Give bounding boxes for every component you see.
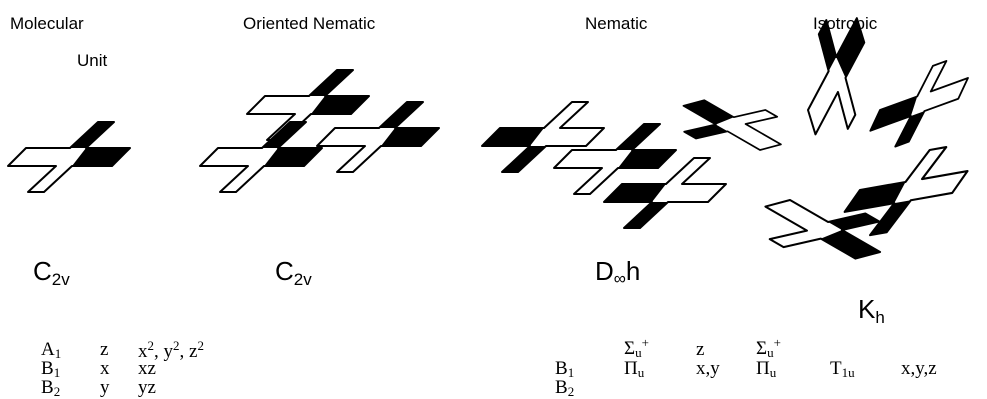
right-table-pi-2: Πu bbox=[756, 358, 777, 380]
right-table-sigma-1: Σu+ bbox=[624, 335, 649, 360]
header-molecular: Molecular bbox=[10, 14, 84, 33]
right-table-xyz: x,y,z bbox=[901, 358, 937, 379]
molecule-isotropic-3 bbox=[751, 167, 895, 292]
header-oriented-nematic: Oriented Nematic bbox=[243, 14, 376, 33]
molecule-single bbox=[7, 121, 131, 193]
molecule-isotropic-2 bbox=[855, 55, 983, 154]
symmetry-oriented: C2v bbox=[275, 256, 312, 289]
header-nematic: Nematic bbox=[585, 14, 648, 33]
right-table-pi-1: Πu bbox=[624, 358, 645, 380]
symmetry-nematic: D∞h bbox=[595, 256, 641, 288]
left-table-row-2-quadratic: xz bbox=[138, 358, 156, 379]
left-table-row-2-irrep: B1 bbox=[41, 358, 61, 380]
left-table-row-3-axis: y bbox=[100, 377, 110, 398]
left-table-row-3-quadratic: yz bbox=[138, 377, 156, 398]
left-table-row-3-irrep: B2 bbox=[41, 377, 61, 399]
right-table-b2: B2 bbox=[555, 377, 575, 399]
molecule-oriented-2 bbox=[199, 121, 323, 193]
left-table-row-1-axis: z bbox=[100, 339, 109, 360]
symmetry-molecular: C2v bbox=[33, 256, 70, 289]
left-table-row-1-irrep: A1 bbox=[41, 339, 62, 361]
left-table-row-1-quadratic: x2, y2, z2 bbox=[138, 338, 204, 362]
right-table-sigma-2: Σu+ bbox=[756, 335, 781, 360]
header-unit: Unit bbox=[77, 51, 108, 70]
symmetry-isotropic: Kh bbox=[858, 294, 885, 327]
right-table-b1: B1 bbox=[555, 358, 575, 380]
left-table-row-2-axis: x bbox=[100, 358, 110, 379]
right-table-xy: x,y bbox=[696, 358, 720, 379]
right-table-z: z bbox=[696, 339, 705, 360]
right-table-t1u: T1u bbox=[830, 358, 855, 380]
